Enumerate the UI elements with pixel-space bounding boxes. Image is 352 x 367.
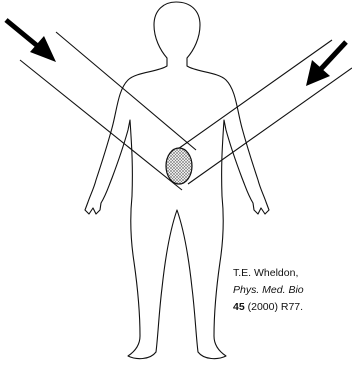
citation-reference: 45 (2000) R77. [233, 299, 304, 316]
citation-journal: Phys. Med. Bio [233, 282, 304, 299]
citation-volume: 45 [233, 301, 245, 313]
tumour-target [166, 148, 192, 184]
citation-year-page: (2000) R77. [245, 301, 303, 313]
citation-author: T.E. Wheldon, [233, 265, 304, 282]
arrow-left [6, 20, 56, 62]
citation: T.E. Wheldon, Phys. Med. Bio 45 (2000) R… [233, 265, 304, 316]
arrow-right [306, 42, 346, 86]
